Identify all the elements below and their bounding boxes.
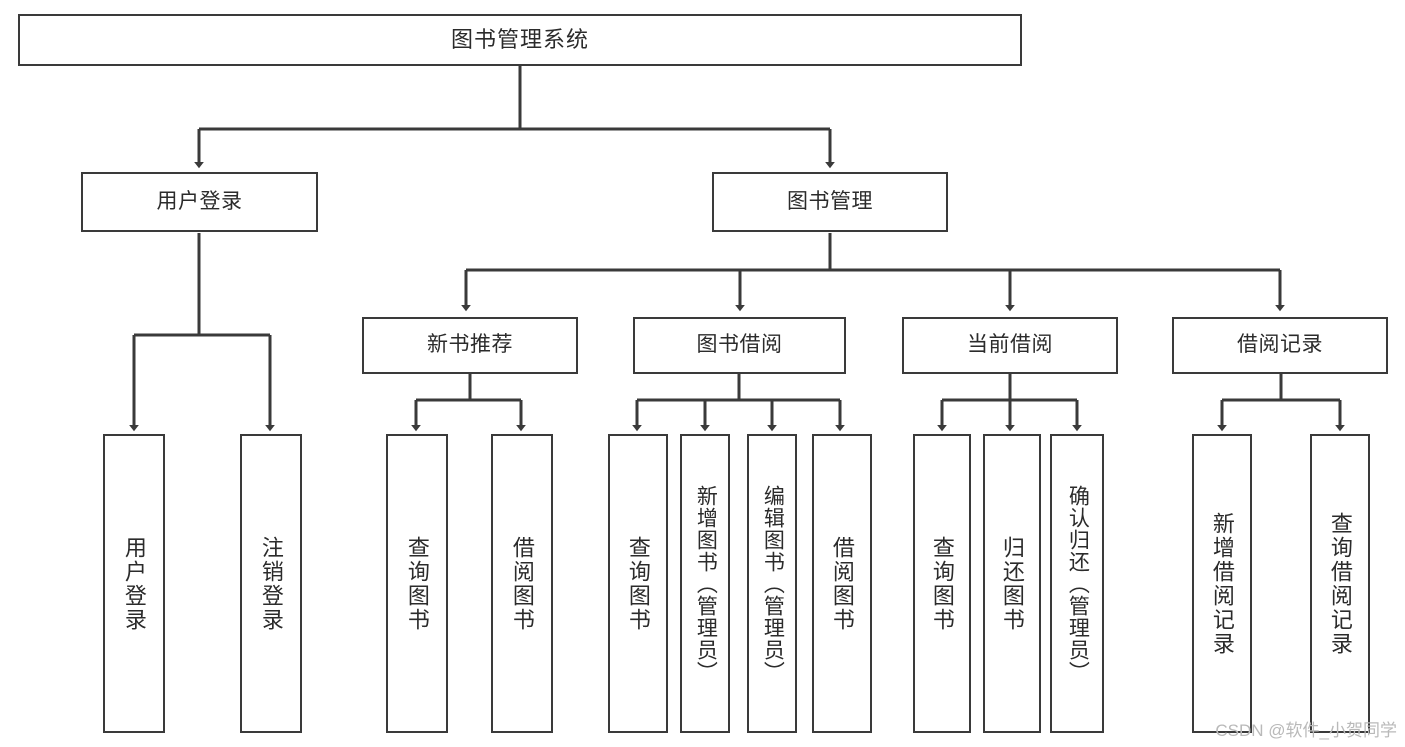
node-leaf-query-book-borrow[interactable]: 查询图书: [608, 434, 668, 733]
node-leaf-borrow-book[interactable]: 借阅图书: [812, 434, 872, 733]
node-leaf-return-book[interactable]: 归还图书: [983, 434, 1041, 733]
node-leaf-query-book-current[interactable]: 查询图书: [913, 434, 971, 733]
node-leaf-user-login[interactable]: 用户登录: [103, 434, 165, 733]
node-book-management[interactable]: 图书管理: [712, 172, 948, 232]
node-label: 当前借阅: [967, 333, 1053, 357]
node-label: 注销登录: [258, 535, 284, 632]
node-leaf-query-borrow-record[interactable]: 查询借阅记录: [1310, 434, 1370, 733]
node-book-borrow[interactable]: 图书借阅: [633, 317, 846, 374]
node-label: 用户登录: [121, 535, 147, 632]
node-leaf-borrow-book-new[interactable]: 借阅图书: [491, 434, 553, 733]
node-label: 借阅图书: [509, 535, 535, 632]
node-leaf-confirm-return-admin[interactable]: 确认归还（管理员）: [1050, 434, 1104, 733]
node-label: 借阅图书: [829, 535, 855, 632]
node-label: 编辑图书（管理员）: [761, 484, 785, 683]
node-current-borrow[interactable]: 当前借阅: [902, 317, 1118, 374]
node-root-book-management-system[interactable]: 图书管理系统: [18, 14, 1022, 66]
node-label: 确认归还（管理员）: [1066, 484, 1090, 683]
node-label: 新书推荐: [427, 333, 513, 357]
node-label: 图书管理: [787, 189, 873, 213]
node-label: 图书管理系统: [450, 27, 589, 53]
node-label: 查询图书: [929, 535, 955, 632]
node-label: 用户登录: [156, 189, 243, 213]
node-leaf-query-book-new[interactable]: 查询图书: [386, 434, 448, 733]
node-leaf-edit-book-admin[interactable]: 编辑图书（管理员）: [747, 434, 797, 733]
node-leaf-add-borrow-record[interactable]: 新增借阅记录: [1192, 434, 1252, 733]
node-label: 新增借阅记录: [1209, 511, 1235, 656]
node-user-login[interactable]: 用户登录: [81, 172, 318, 232]
node-label: 查询借阅记录: [1327, 511, 1353, 656]
node-leaf-add-book-admin[interactable]: 新增图书（管理员）: [680, 434, 730, 733]
node-label: 借阅记录: [1237, 333, 1323, 357]
node-new-book-recommend[interactable]: 新书推荐: [362, 317, 578, 374]
node-label: 归还图书: [999, 535, 1025, 632]
node-label: 查询图书: [625, 535, 651, 632]
node-leaf-logout[interactable]: 注销登录: [240, 434, 302, 733]
csdn-watermark: CSDN @软件_小贺同学: [1215, 721, 1397, 740]
node-borrow-record[interactable]: 借阅记录: [1172, 317, 1388, 374]
node-label: 图书借阅: [696, 333, 783, 357]
node-label: 新增图书（管理员）: [694, 484, 718, 683]
node-label: 查询图书: [404, 535, 430, 632]
